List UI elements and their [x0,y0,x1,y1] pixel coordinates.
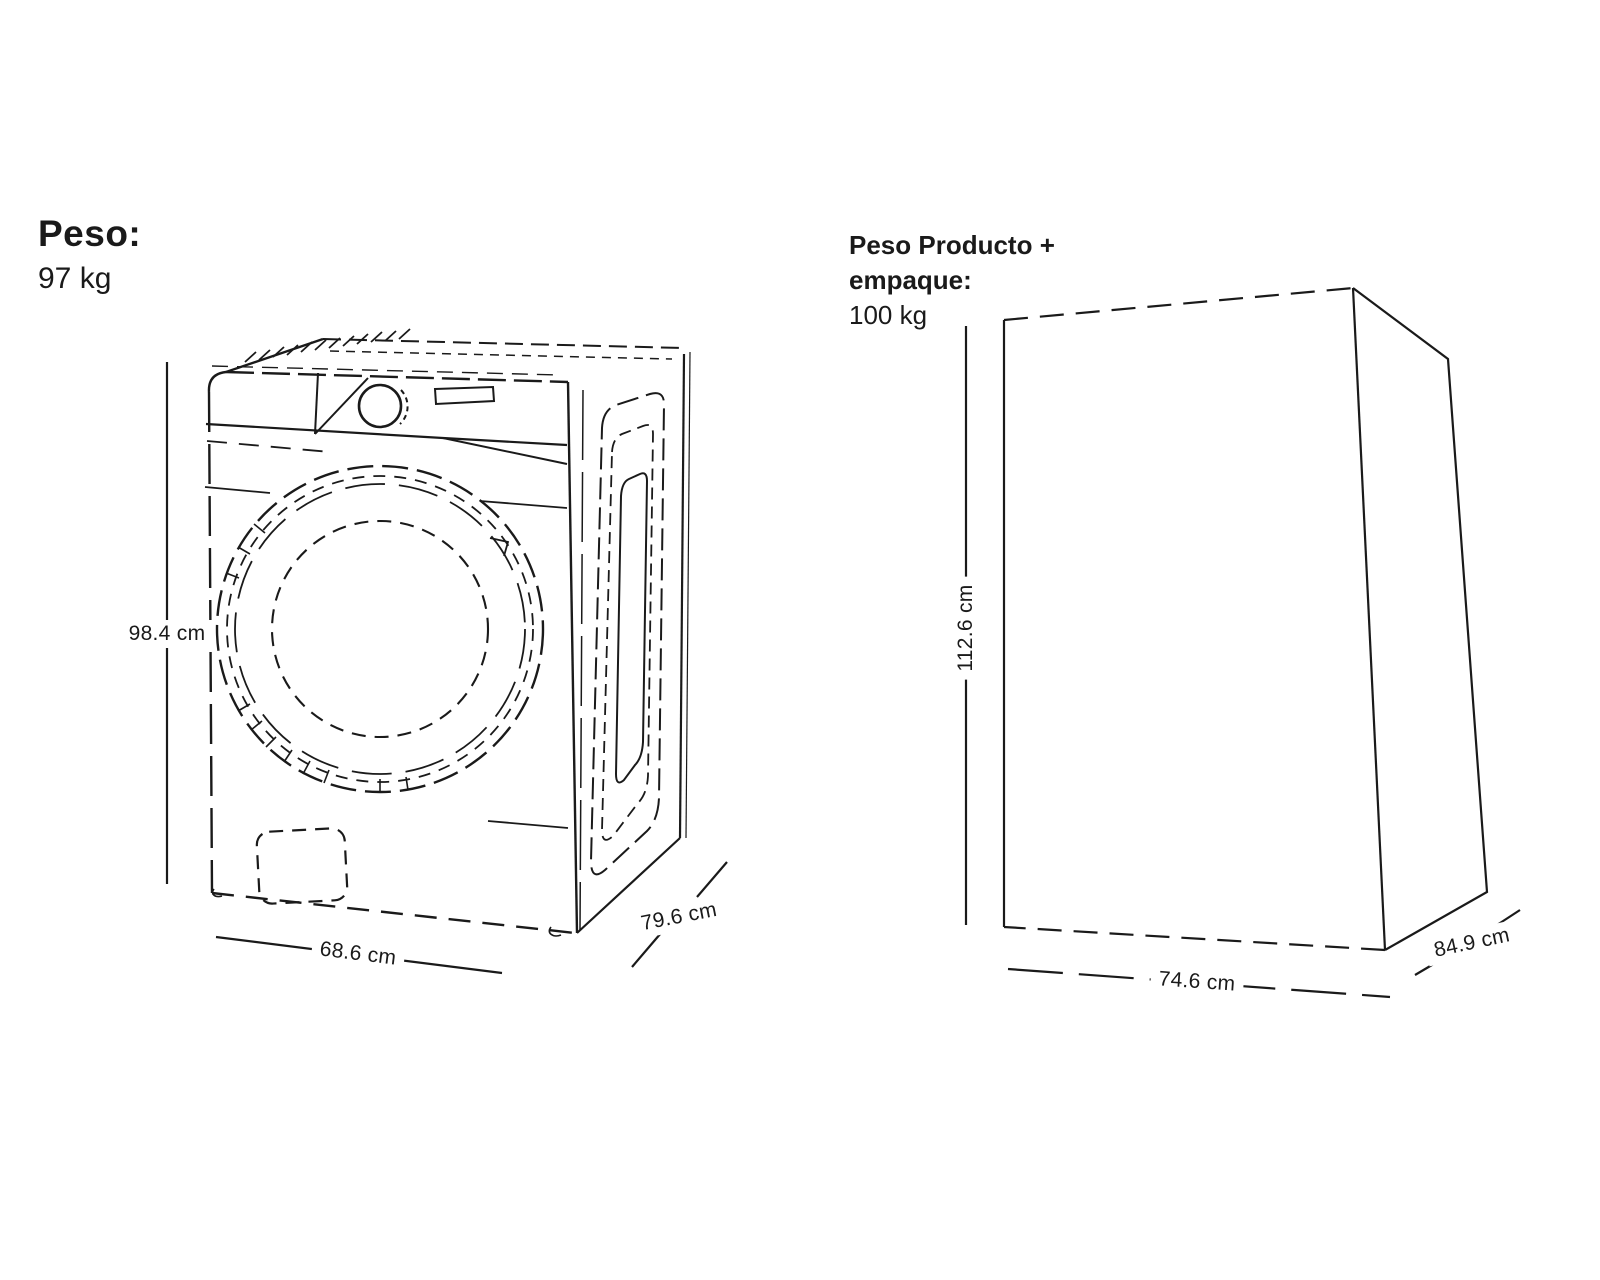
washer-door-icon [215,464,545,794]
box-side-face [1352,287,1489,951]
package-weight-title-line2: empaque: [849,265,972,295]
package-weight-block: Peso Producto + empaque: 100 kg [849,228,1055,333]
washing-machine-drawing [165,328,728,975]
washer-filter-door-icon [255,827,349,905]
washer-top-face [207,328,684,393]
product-weight-value: 97 kg [38,261,112,295]
washer-front-face [204,381,579,937]
packaging-box-drawing [964,286,1521,999]
washer-knob-icon [357,383,403,429]
washer-height-label: 98.4 cm [120,620,214,648]
product-weight-title: Peso: [38,213,142,254]
box-height-label: 112.6 cm [952,576,980,680]
washer-display-icon [433,385,496,406]
washer-control-panel [205,372,568,465]
washer-depth-dimension-line [631,861,728,968]
washer-side-face [576,351,691,934]
box-front-face [1002,286,1387,952]
product-weight-block: Peso: 97 kg [38,213,142,296]
package-weight-value: 100 kg [849,300,928,330]
package-weight-title-line1: Peso Producto + [849,230,1055,260]
